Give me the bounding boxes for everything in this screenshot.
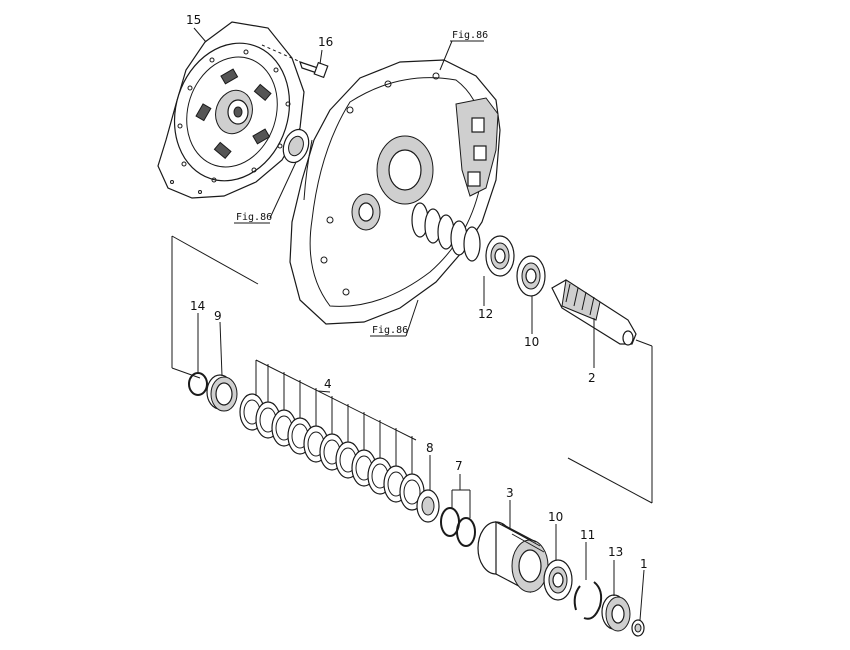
- fig-ref-top: Fig.86: [439, 30, 488, 71]
- clutch-plates-4: [239, 359, 425, 511]
- callout-4: 4: [324, 377, 332, 391]
- callout-15: 15: [186, 13, 201, 27]
- callout-10-lower: 10: [548, 510, 563, 524]
- bearing-9: [206, 321, 238, 412]
- input-shaft: [551, 279, 653, 503]
- callout-2: 2: [588, 371, 596, 385]
- callout-11: 11: [580, 528, 595, 542]
- callout-3: 3: [506, 486, 514, 500]
- svg-text:Fig.86: Fig.86: [236, 212, 272, 223]
- callout-14: 14: [190, 299, 205, 313]
- callout-8: 8: [426, 441, 434, 455]
- svg-text:Fig.86: Fig.86: [372, 325, 408, 336]
- callout-7: 7: [455, 459, 463, 473]
- callout-10-upper: 10: [524, 335, 539, 349]
- nut-1: [631, 569, 645, 637]
- svg-text:Fig.86: Fig.86: [452, 30, 488, 41]
- bolt: [261, 44, 329, 79]
- bearing-13: [601, 560, 631, 632]
- callout-9: 9: [214, 309, 222, 323]
- callout-labels: 15 16 12 10 2 14 9 4 8 7 3 10 11 13 1: [186, 13, 648, 571]
- fig-ref-left: Fig.86: [234, 212, 272, 224]
- snap-rings-7: [440, 474, 476, 547]
- callout-12: 12: [478, 307, 493, 321]
- assembly-bracket: [171, 235, 653, 504]
- release-bearing: [269, 128, 310, 219]
- circlip-11: [573, 542, 603, 620]
- bearing-12: [483, 235, 515, 306]
- fig-ref-bottom: Fig.86: [370, 299, 419, 337]
- clutch-disc: [157, 21, 305, 199]
- clutch-housing: [289, 59, 501, 325]
- ring-8: [416, 455, 440, 523]
- callout-16: 16: [318, 35, 333, 49]
- coil-spring: [411, 202, 481, 262]
- callout-1: 1: [640, 557, 648, 571]
- o-ring-14: [188, 313, 208, 396]
- gear-3: [477, 500, 549, 593]
- callout-13: 13: [608, 545, 623, 559]
- bearing-10-upper: [516, 255, 546, 334]
- bearing-10-lower: [543, 524, 573, 601]
